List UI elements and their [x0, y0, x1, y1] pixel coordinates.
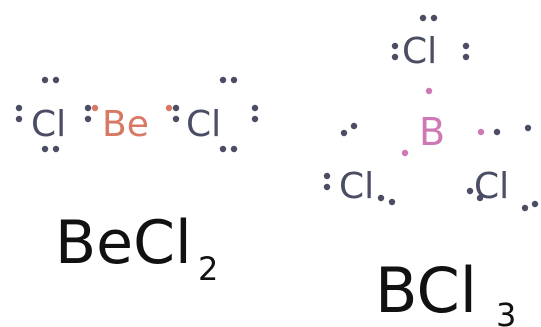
becl2-right-chlorine-label: Cl	[186, 104, 221, 145]
becl2-left-chlorine-electrons	[15, 76, 92, 153]
becl2-beryllium-label: Be	[102, 104, 149, 145]
becl2-formula: BeCl 2	[55, 208, 218, 288]
bcl3-top-chlorine-electrons	[391, 14, 470, 61]
bcl3-boron: B	[401, 87, 485, 157]
bcl3-right-chlorine: Cl	[466, 124, 539, 212]
becl2-beryllium-electrons	[91, 104, 173, 112]
becl2-formula-main: BeCl	[55, 208, 192, 278]
bcl3-top-chlorine-label: Cl	[402, 31, 437, 72]
bcl3-right-chlorine-electrons	[466, 124, 539, 212]
bcl3-boron-label: B	[419, 110, 445, 154]
becl2-left-chlorine-label: Cl	[31, 104, 66, 145]
bcl3-structure: Cl B Cl	[323, 14, 539, 212]
becl2-structure: Cl Be Cl	[15, 76, 259, 153]
bcl3-formula-subscript: 3	[496, 296, 516, 327]
bcl3-boron-electrons	[401, 87, 485, 157]
becl2-left-chlorine: Cl	[15, 76, 92, 153]
becl2-formula-subscript: 2	[198, 250, 218, 288]
becl2-beryllium: Be	[91, 104, 173, 145]
bcl3-left-chlorine-electrons	[323, 122, 396, 206]
bcl3-formula-main: BCl	[375, 254, 477, 327]
bcl3-formula: BCl 3	[375, 254, 516, 327]
bcl3-left-chlorine: Cl	[323, 122, 396, 207]
becl2-right-chlorine-electrons	[172, 76, 259, 153]
becl2-right-chlorine: Cl	[172, 76, 259, 153]
bcl3-left-chlorine-label: Cl	[339, 166, 374, 207]
bcl3-top-chlorine: Cl	[391, 14, 470, 72]
